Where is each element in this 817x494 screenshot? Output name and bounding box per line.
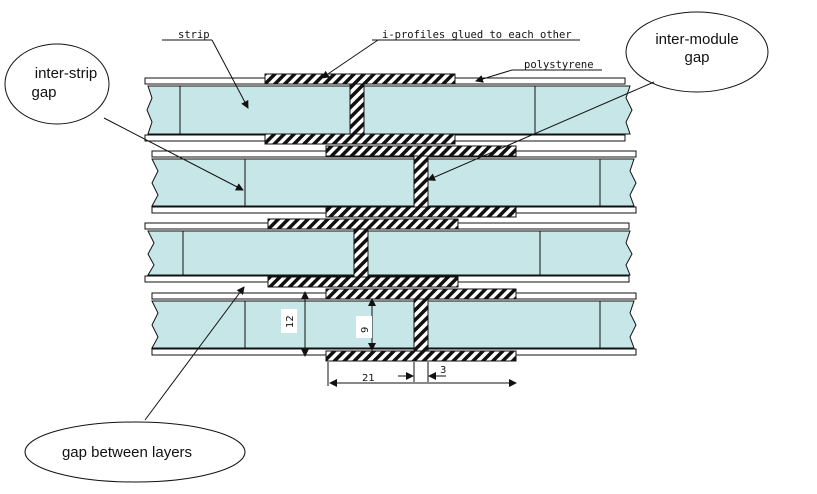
inter-strip-gap-label-line1: inter-strip [35,65,98,82]
layer-4 [151,288,637,362]
strip-label: strip [178,29,210,41]
i-profile [264,73,456,145]
dimension-marks: 12 9 21 3 [281,291,517,387]
layer-3 [144,218,633,288]
strip-body [151,158,637,207]
callout-inter-strip-gap: inter-strip gap [4,43,244,191]
inter-module-gap-label-line2: gap [684,49,709,66]
callout-inter-module-gap: inter-module gap [427,11,769,181]
i-profiles-label: i-profiles glued to each other [382,29,572,41]
i-profile [325,288,517,362]
polystyrene-label: polystyrene [524,59,594,71]
dimension-12-label: 12 [285,315,296,328]
dimension-21-label: 21 [362,373,375,384]
i-profile [325,145,517,218]
strip-body [146,85,633,135]
gap-between-layers-label: gap between layers [62,444,192,461]
i-profile [267,218,459,288]
layer-2 [151,145,637,218]
strip-body [151,300,637,349]
dimension-3-label: 3 [440,365,446,376]
inter-strip-gap-label-line2: gap [31,84,56,101]
inter-module-gap-label-line1: inter-module [655,31,738,48]
dimension-9-label: 9 [360,327,371,333]
layer-1 [144,73,633,145]
top-annotations: strip i-profiles glued to each other pol… [162,29,602,109]
callout-gap-between-layers: gap between layers [24,286,246,483]
strip-body [147,230,633,276]
